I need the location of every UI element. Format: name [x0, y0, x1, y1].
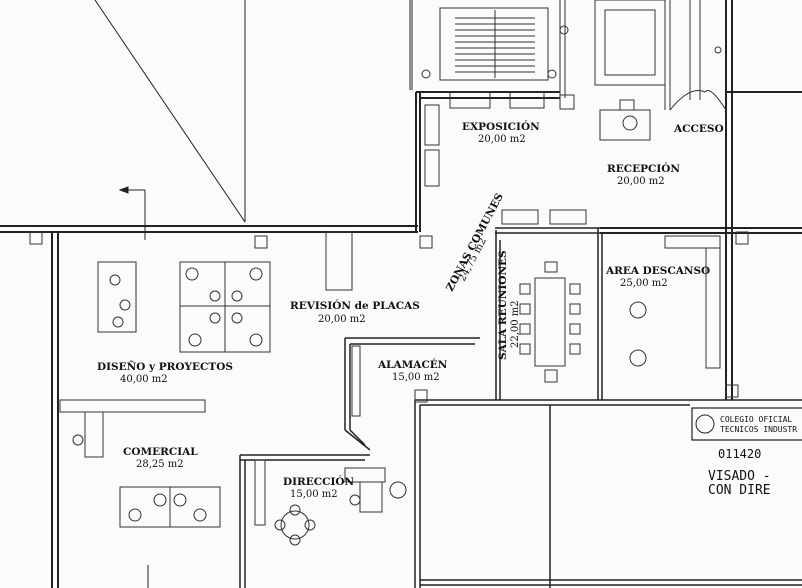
direccion-label: DIRECCIÓN: [283, 474, 355, 488]
alamacen-label: ALAMACÉN: [377, 357, 448, 371]
direccion-area: 15,00 m2: [290, 489, 338, 500]
sala-reuniones-label: SALA REUNIONES: [497, 250, 509, 360]
exposicion-furniture: [424, 91, 587, 225]
staircase: [421, 7, 569, 81]
acceso-label: ACCESO: [673, 123, 724, 135]
area-descanso-area: 25,00 m2: [620, 278, 668, 289]
sala-reuniones-area: 22,00 m2: [510, 300, 521, 348]
diseno-area: 40,00 m2: [120, 374, 168, 385]
exposicion-label: EXPOSICIÓN: [462, 119, 540, 133]
comercial-label: COMERCIAL: [123, 446, 198, 458]
entrance-block: [559, 0, 727, 111]
stamp-line-1: COLEGIO OFICIAL: [720, 415, 792, 424]
alamacen-shelves: [351, 345, 361, 417]
meeting-table: [519, 261, 581, 383]
section-marks: [118, 186, 149, 588]
stamp-line-2: TECNICOS INDUSTR: [720, 425, 797, 434]
revision-area: 20,00 m2: [318, 314, 366, 325]
stamp-visado: VISADO -: [708, 469, 771, 484]
alamacen-area: 15,00 m2: [392, 372, 440, 383]
diseno-label: DISEÑO y PROYECTOS: [97, 359, 233, 373]
exposicion-area: 20,00 m2: [478, 134, 526, 145]
interior-walls: [239, 227, 802, 588]
columns: [29, 231, 749, 403]
revision-label: REVISIÓN de PLACAS: [290, 298, 420, 312]
comercial-area: 28,25 m2: [136, 459, 184, 470]
revision-table: [325, 231, 353, 291]
stamp-con-dire: CON DIRE: [708, 483, 771, 498]
stamp-number: 011420: [718, 447, 761, 461]
diseno-workstations: [97, 261, 271, 353]
direccion-furniture: [254, 459, 407, 546]
site-lines: [94, 0, 413, 223]
recepcion-area: 20,00 m2: [617, 176, 665, 187]
visado-stamp: [691, 407, 802, 441]
recepcion-label: RECEPCIÓN: [607, 161, 680, 175]
area-descanso-label: AREA DESCANSO: [605, 265, 710, 277]
reception-desk: [599, 99, 651, 141]
descanso-furniture: [629, 235, 721, 369]
comercial-furniture: [59, 399, 221, 528]
